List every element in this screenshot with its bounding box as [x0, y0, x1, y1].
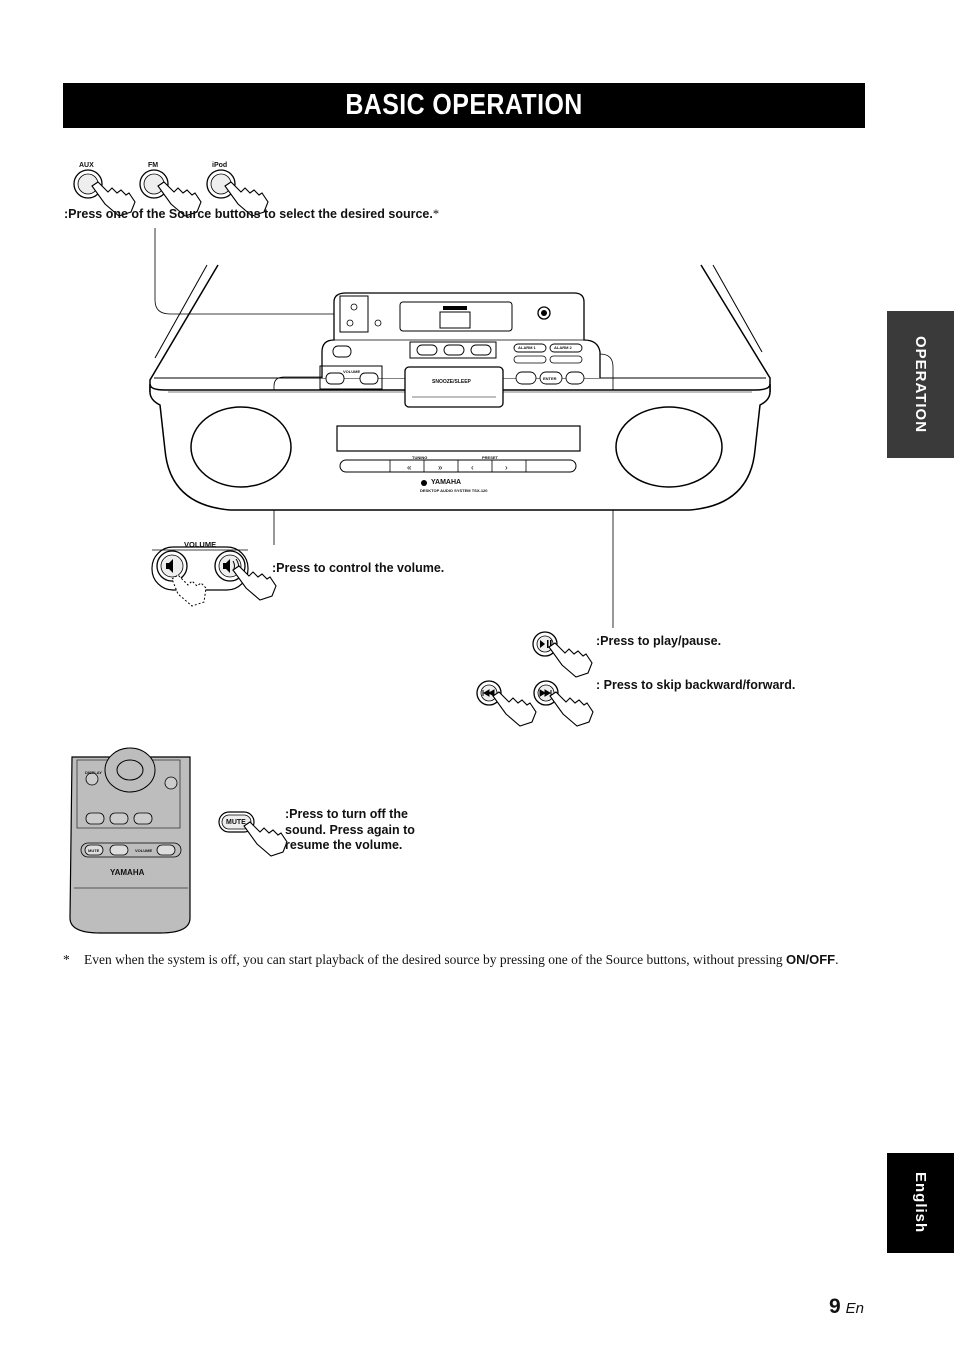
- unit-brand-logo: YAMAHA: [431, 479, 462, 486]
- unit-alarm1-label: ALARM 1: [518, 345, 536, 350]
- volume-buttons-illustration: [151, 546, 277, 607]
- remote-volume-label: VOLUME: [135, 848, 153, 853]
- language-tab-label: English: [912, 1172, 929, 1234]
- page-title-bar: BASIC OPERATION: [63, 83, 865, 128]
- unit-enter-label: ENTER: [543, 376, 557, 381]
- section-tab-operation[interactable]: OPERATION: [887, 311, 954, 458]
- volume-heading: VOLUME: [184, 540, 217, 549]
- volume-instruction: :Press to control the volume.: [272, 561, 445, 575]
- mute-instruction: :Press to turn off the sound. Press agai…: [285, 807, 415, 852]
- remote-mute-label: MUTE: [88, 848, 100, 853]
- play-instruction: :Press to play/pause.: [596, 634, 722, 648]
- footnote-text: Even when the system is off, you can sta…: [84, 952, 786, 967]
- fm-label: FM: [148, 162, 159, 169]
- svg-text:›: ›: [505, 463, 508, 472]
- unit-snooze-label: SNOOZE/SLEEP: [432, 379, 471, 385]
- unit-tuning-label: TUNING: [412, 455, 428, 460]
- source-instruction: :Press one of the Source buttons to sele…: [64, 207, 439, 223]
- svg-text:«: «: [407, 463, 412, 472]
- fm-button-icon: [139, 169, 202, 217]
- aux-button-icon: [73, 169, 136, 217]
- aux-label: AUX: [79, 162, 94, 169]
- unit-preset-label: PRESET: [482, 455, 499, 460]
- unit-model-label: DESKTOP AUDIO SYSTEM TSX-120: [420, 488, 488, 493]
- remote-brand-logo: YAMAHA: [110, 868, 145, 877]
- skip-buttons-illustration: [476, 680, 594, 727]
- remote-display-label: DISPLAY: [85, 770, 102, 775]
- section-tab-language[interactable]: English: [887, 1153, 954, 1253]
- ipod-button-icon: [206, 169, 269, 217]
- unit-alarm2-label: ALARM 2: [554, 345, 572, 350]
- source-instruction-text: :Press one of the Source buttons to sele…: [64, 207, 433, 221]
- mute-button-illustration: [218, 811, 288, 857]
- page-title: BASIC OPERATION: [345, 89, 583, 121]
- footnote-end: .: [835, 952, 839, 967]
- page-language-code: En: [845, 1300, 864, 1317]
- page-number-value: 9: [828, 1295, 841, 1318]
- audio-system-unit: « » ‹ ›: [149, 264, 771, 511]
- skip-instruction: : Press to skip backward/forward.: [596, 678, 796, 692]
- ipod-label: iPod: [212, 162, 228, 169]
- section-tab-label: OPERATION: [912, 335, 929, 434]
- svg-text:‹: ‹: [471, 463, 474, 472]
- footnote-asterisk: *: [63, 952, 70, 967]
- unit-volume-label: VOLUME: [343, 369, 361, 374]
- footnote: * Even when the system is off, you can s…: [63, 951, 863, 968]
- footnote-bold: ON/OFF: [785, 952, 836, 967]
- play-pause-illustration: [532, 631, 593, 678]
- svg-text:»: »: [438, 463, 443, 472]
- mute-button-label: MUTE: [226, 819, 246, 826]
- source-instruction-asterisk: *: [432, 207, 440, 221]
- remote-control-illustration: [69, 747, 191, 934]
